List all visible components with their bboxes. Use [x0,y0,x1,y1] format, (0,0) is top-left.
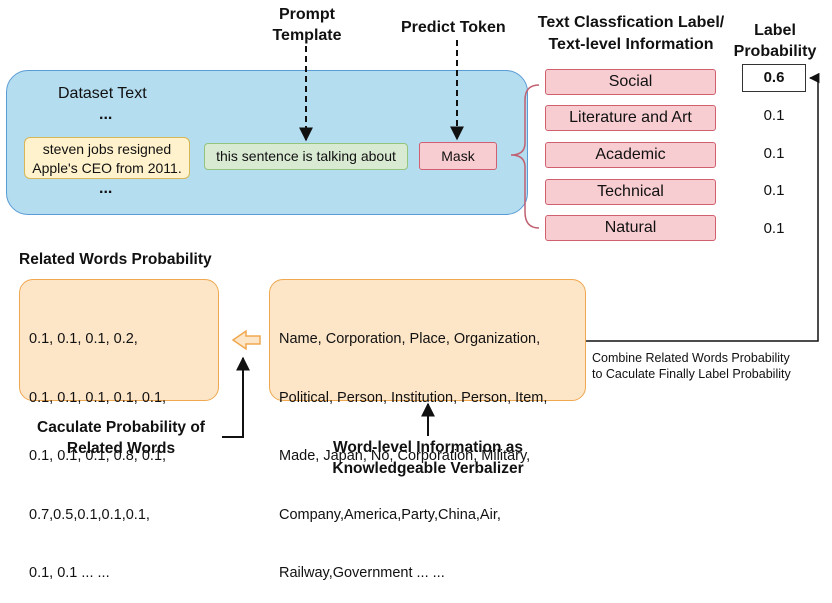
probability-academic: 0.1 [763,145,785,162]
combine-caption: Combine Related Words Probability to Cac… [592,351,791,381]
label-natural: Natural [545,215,716,241]
word-level-caption: Word-level Information as Knowledgeable … [332,439,524,477]
hollow-left-arrow [231,329,261,351]
dataset-title: Dataset Text [58,85,147,102]
probability-literature-and-art: 0.1 [763,107,785,124]
prompt-template-header: Prompt Template [272,6,342,44]
calculate-arrow [222,356,250,438]
sample-text-box: steven jobs resigned Apple's CEO from 20… [24,137,190,179]
probability-social: 0.6 [742,64,806,92]
template-text-box: this sentence is talking about [204,143,408,170]
probability-natural: 0.1 [763,220,785,237]
connector-layer [222,40,820,438]
combine-arrow [586,72,820,342]
related-words-probability-box [19,279,219,401]
mask-token-box: Mask [419,142,497,170]
predict-token-header: Predict Token [401,19,506,36]
ellipsis-bottom: ... [99,180,113,197]
label-literature-and-art: Literature and Art [545,105,716,131]
probability-technical: 0.1 [763,182,785,199]
label-social: Social [545,69,716,95]
label-technical: Technical [545,179,716,205]
label-probability-header: Label Probability [733,22,817,60]
label-brace [510,84,540,229]
text-classification-header: Text Classfication Label/ Text-level Inf… [537,14,725,53]
ellipsis-top: ... [99,106,113,123]
related-words-probability-title: Related Words Probability [19,251,212,268]
calculate-caption: Caculate Probability of Related Words [37,419,205,457]
label-academic: Academic [545,142,716,168]
verbalizer-words-box [269,279,586,401]
